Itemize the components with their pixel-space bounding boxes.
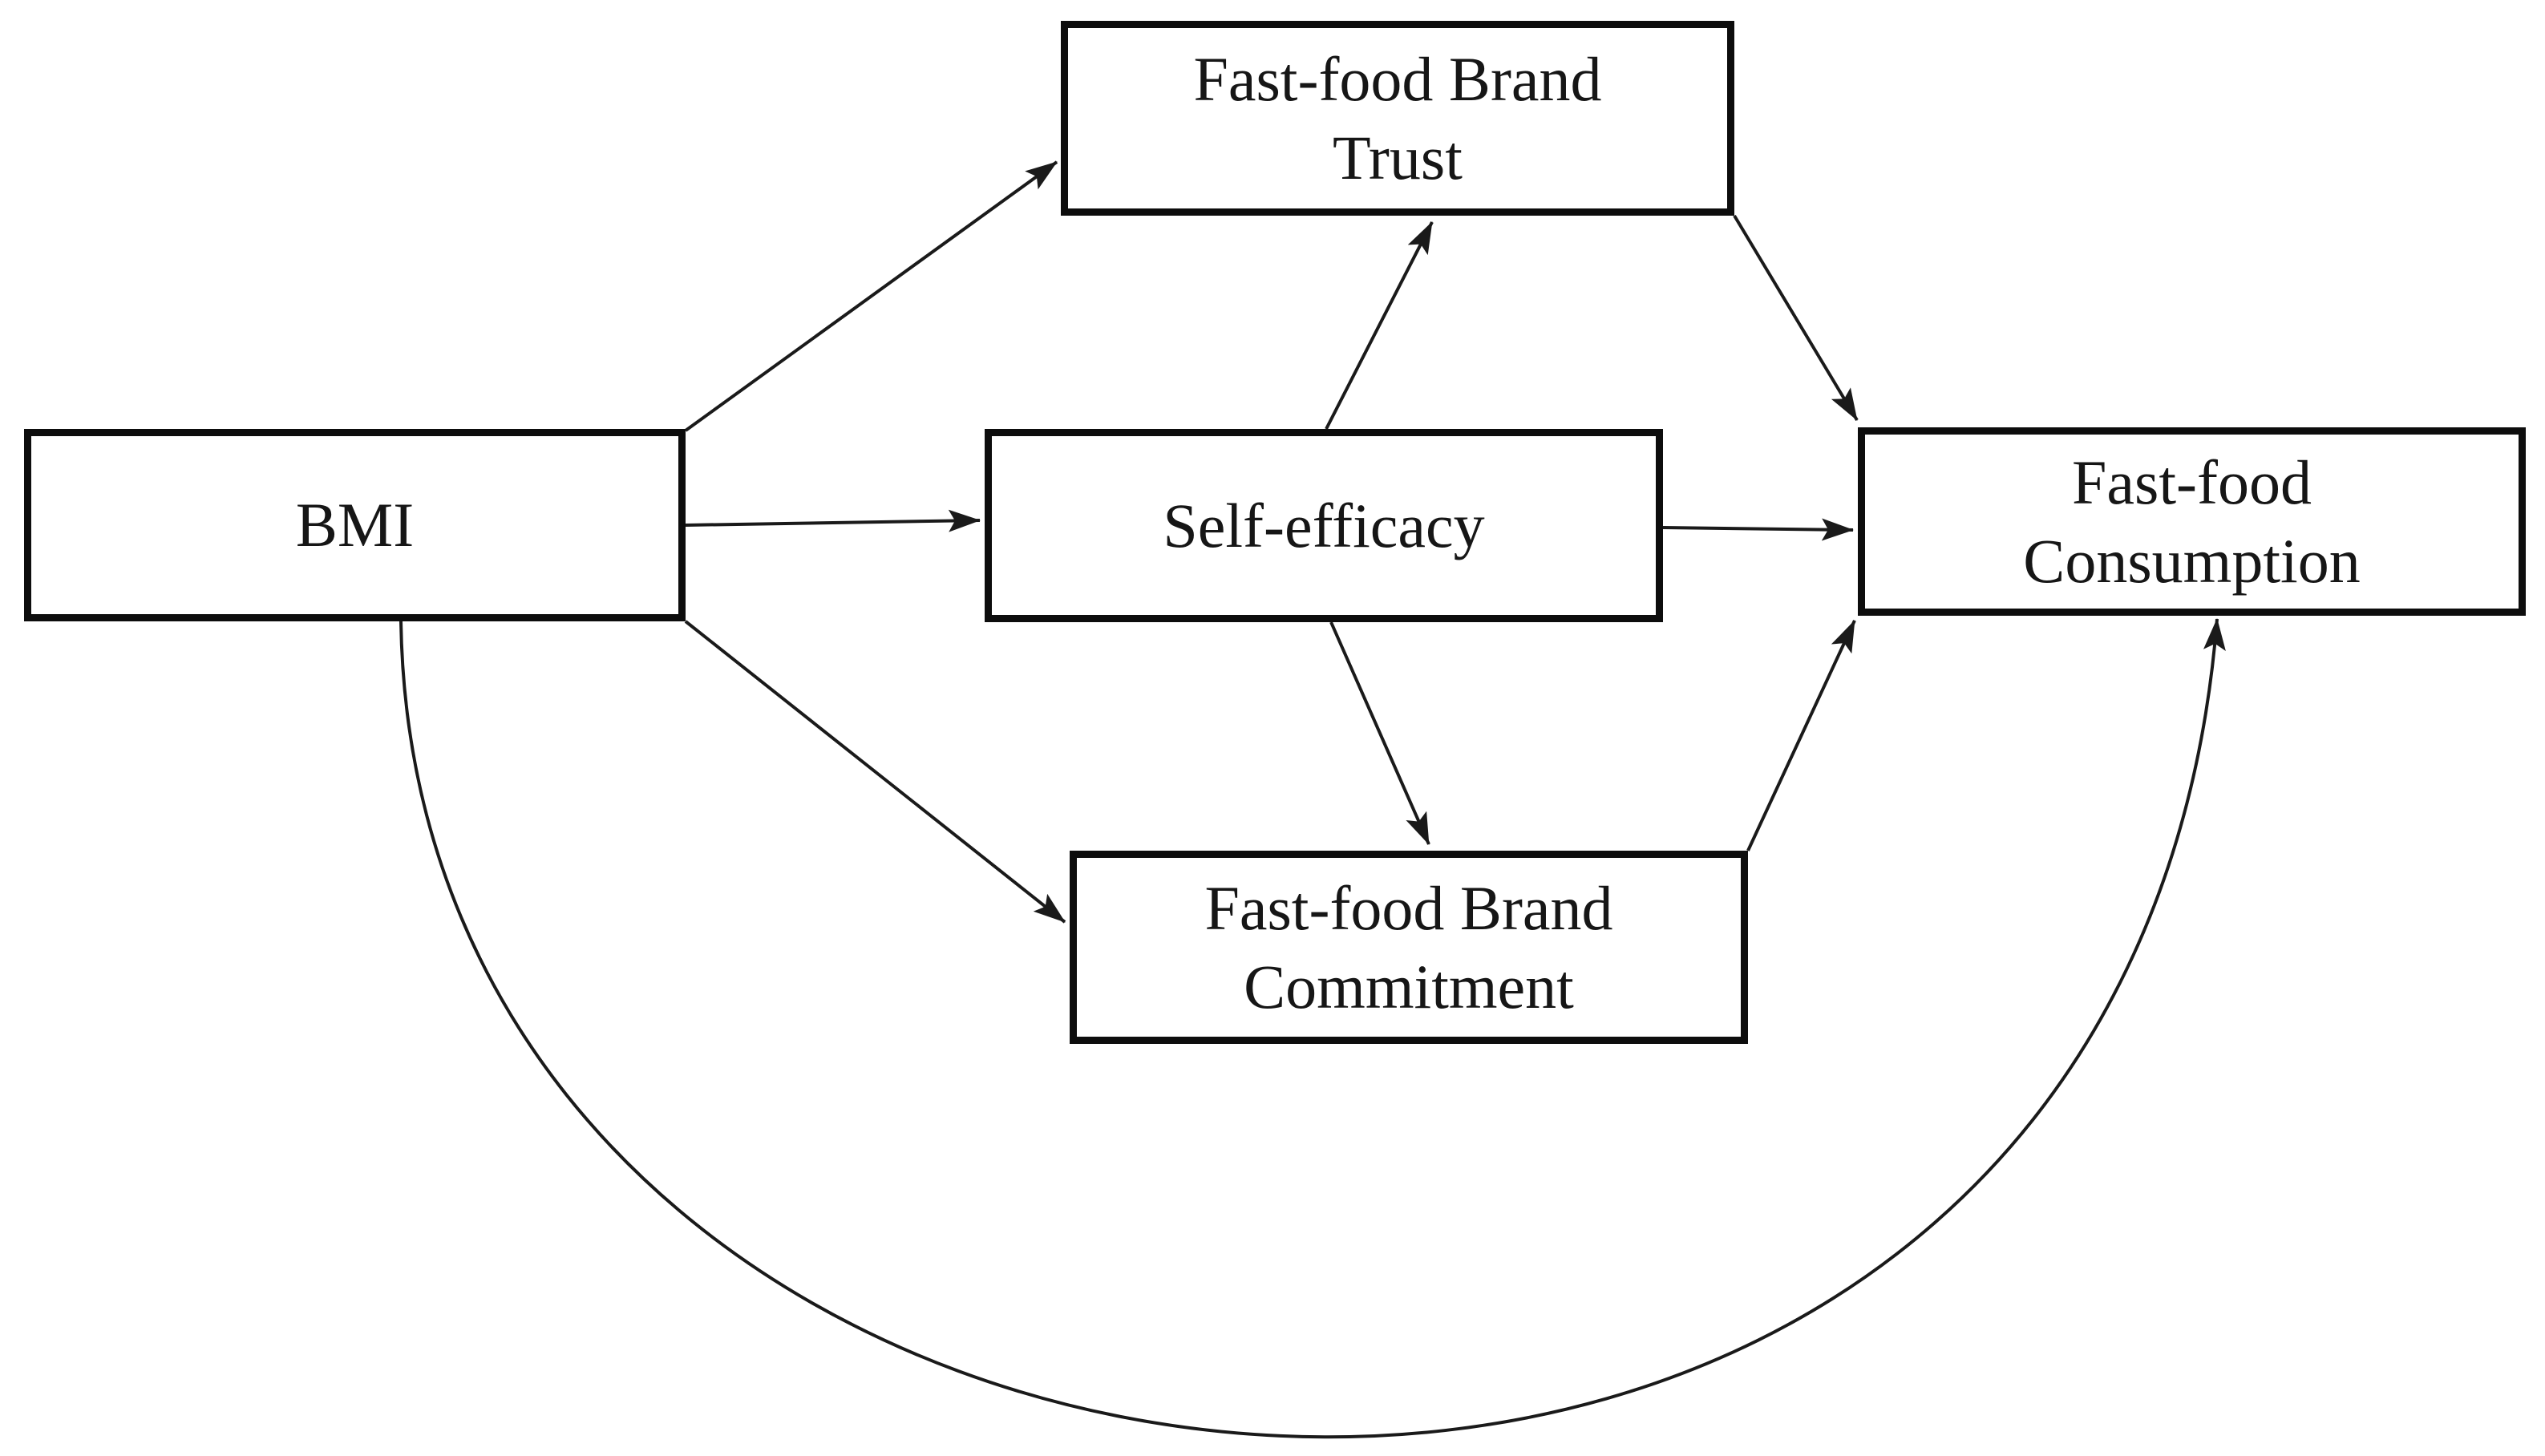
edge-bmi-to-brand-trust — [684, 160, 1058, 432]
edge-self-efficacy-to-brand-trust — [1325, 221, 1434, 430]
edge-bmi-to-consumption-curve — [399, 618, 2226, 1439]
node-fast-food-brand-trust: Fast-food Brand Trust — [1061, 21, 1734, 216]
node-bmi: BMI — [24, 429, 686, 621]
edge-self-efficacy-to-consumption — [1662, 518, 1854, 541]
edge-bmi-to-self-efficacy — [685, 509, 981, 532]
node-fast-food-brand-commitment: Fast-food Brand Commitment — [1070, 851, 1748, 1044]
node-fast-food-consumption: Fast-food Consumption — [1858, 427, 2526, 616]
node-fast-food-brand-commitment-label: Fast-food Brand Commitment — [1204, 873, 1613, 1021]
edge-bmi-to-brand-commitment — [684, 620, 1066, 924]
edge-brand-commitment-to-consumption — [1746, 620, 1856, 851]
edge-brand-trust-to-consumption — [1733, 214, 1859, 422]
node-self-efficacy: Self-efficacy — [985, 429, 1663, 622]
node-self-efficacy-label: Self-efficacy — [1163, 490, 1485, 560]
node-bmi-label: BMI — [295, 490, 415, 560]
node-fast-food-consumption-label: Fast-food Consumption — [2023, 447, 2361, 596]
edge-self-efficacy-to-brand-commitment — [1329, 621, 1430, 845]
node-fast-food-brand-trust-label: Fast-food Brand Trust — [1193, 44, 1602, 192]
